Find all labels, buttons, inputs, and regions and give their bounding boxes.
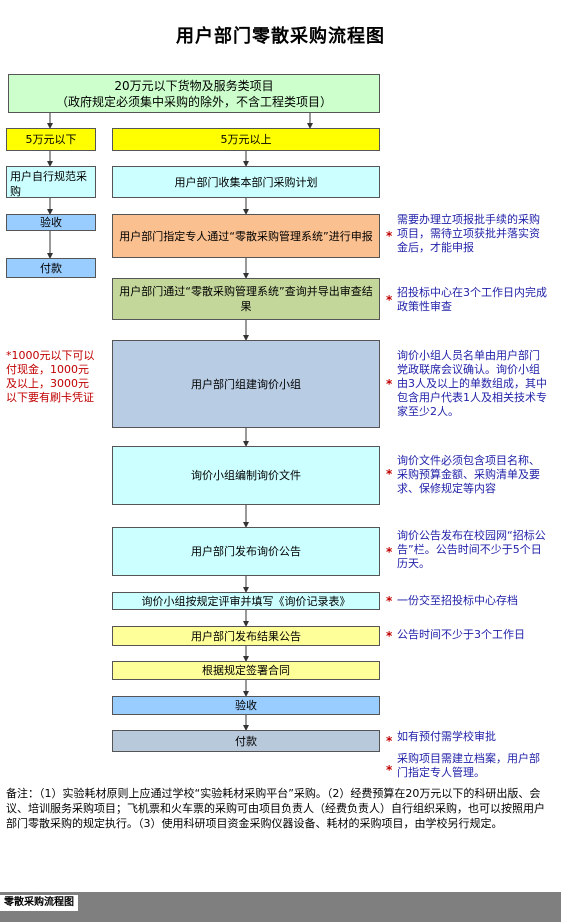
review-box: 询价小组按规定评审并填写《询价记录表》 bbox=[112, 592, 380, 610]
publish-inquiry-box: 用户部门发布询价公告 bbox=[112, 527, 380, 576]
left-accept-box: 验收 bbox=[6, 214, 96, 231]
page-title: 用户部门零散采购流程图 bbox=[176, 26, 385, 47]
left-pay-box: 付款 bbox=[6, 258, 96, 278]
prepare-doc-box: 询价小组编制询价文件 bbox=[112, 446, 380, 505]
note-star: * bbox=[386, 377, 393, 391]
scope-line2: （政府规定必须集中采购的除外，不含工程类项目） bbox=[55, 94, 332, 109]
note-star: * bbox=[386, 293, 393, 307]
archive-manage-note: 采购项目需建立档案，用户部门指定专人管理。 bbox=[397, 752, 540, 779]
group-members-note: 询价小组人员名单由用户部门党政联席会议确认。询价小组由3人及以上的单数组成，其中… bbox=[397, 349, 547, 418]
archive-note: 一份交至招投标中心存档 bbox=[397, 594, 518, 607]
contract-box: 根据规定签署合同 bbox=[112, 661, 380, 680]
inquiry-doc-note: 询价文件必须包含项目名称、采购预算金额、采购清单及要求、保修规定等内容 bbox=[397, 454, 540, 495]
main-accept-box: 验收 bbox=[112, 696, 380, 715]
note-star: * bbox=[386, 229, 393, 243]
sheet-tab-bar bbox=[0, 892, 561, 922]
inquiry-notice-note: 询价公告发布在校园网“招标公告”栏。公告时间不少于5个日历天。 bbox=[397, 529, 546, 570]
cash-payment-note: *1000元以下可以付现金，1000元及以上，3000元以下要有刷卡凭证 bbox=[6, 349, 95, 404]
prepay-note: 如有预付需学校审批 bbox=[397, 730, 496, 743]
note-star: * bbox=[386, 594, 393, 608]
note-star: * bbox=[386, 467, 393, 481]
self-purchase-box: 用户自行规范采购 bbox=[6, 166, 96, 198]
remarks-text: 备注：（1）实验耗材原则上应通过学校“实验耗材采购平台”采购。（2）经费预算在2… bbox=[6, 787, 545, 830]
below-5w-box: 5万元以下 bbox=[6, 128, 96, 151]
note-star: * bbox=[386, 734, 393, 748]
approval-note: 需要办理立项报批手续的采购项目，需待立项获批并落实资金后，才能申报 bbox=[397, 213, 540, 254]
above-5w-box: 5万元以上 bbox=[112, 128, 380, 151]
scope-line1: 20万元以下货物及服务类项目 bbox=[114, 78, 274, 93]
query-result-box: 用户部门通过“零散采购管理系统”查询并导出审查结果 bbox=[112, 278, 380, 320]
collect-plan-box: 用户部门收集本部门采购计划 bbox=[112, 166, 380, 198]
result-notice-note: 公告时间不少于3个工作日 bbox=[397, 628, 525, 641]
assign-declare-box: 用户部门指定专人通过“零散采购管理系统”进行申报 bbox=[112, 214, 380, 258]
form-group-box: 用户部门组建询价小组 bbox=[112, 340, 380, 428]
publish-result-box: 用户部门发布结果公告 bbox=[112, 626, 380, 646]
note-star: * bbox=[386, 763, 393, 777]
policy-review-note: 招投标中心在3个工作日内完成政策性审查 bbox=[397, 286, 547, 313]
scope-box: 20万元以下货物及服务类项目 （政府规定必须集中采购的除外，不含工程类项目） bbox=[8, 74, 380, 113]
sheet-tab[interactable]: 零散采购流程图 bbox=[0, 895, 78, 911]
main-pay-box: 付款 bbox=[112, 730, 380, 752]
note-star: * bbox=[386, 629, 393, 643]
note-star: * bbox=[386, 545, 393, 559]
